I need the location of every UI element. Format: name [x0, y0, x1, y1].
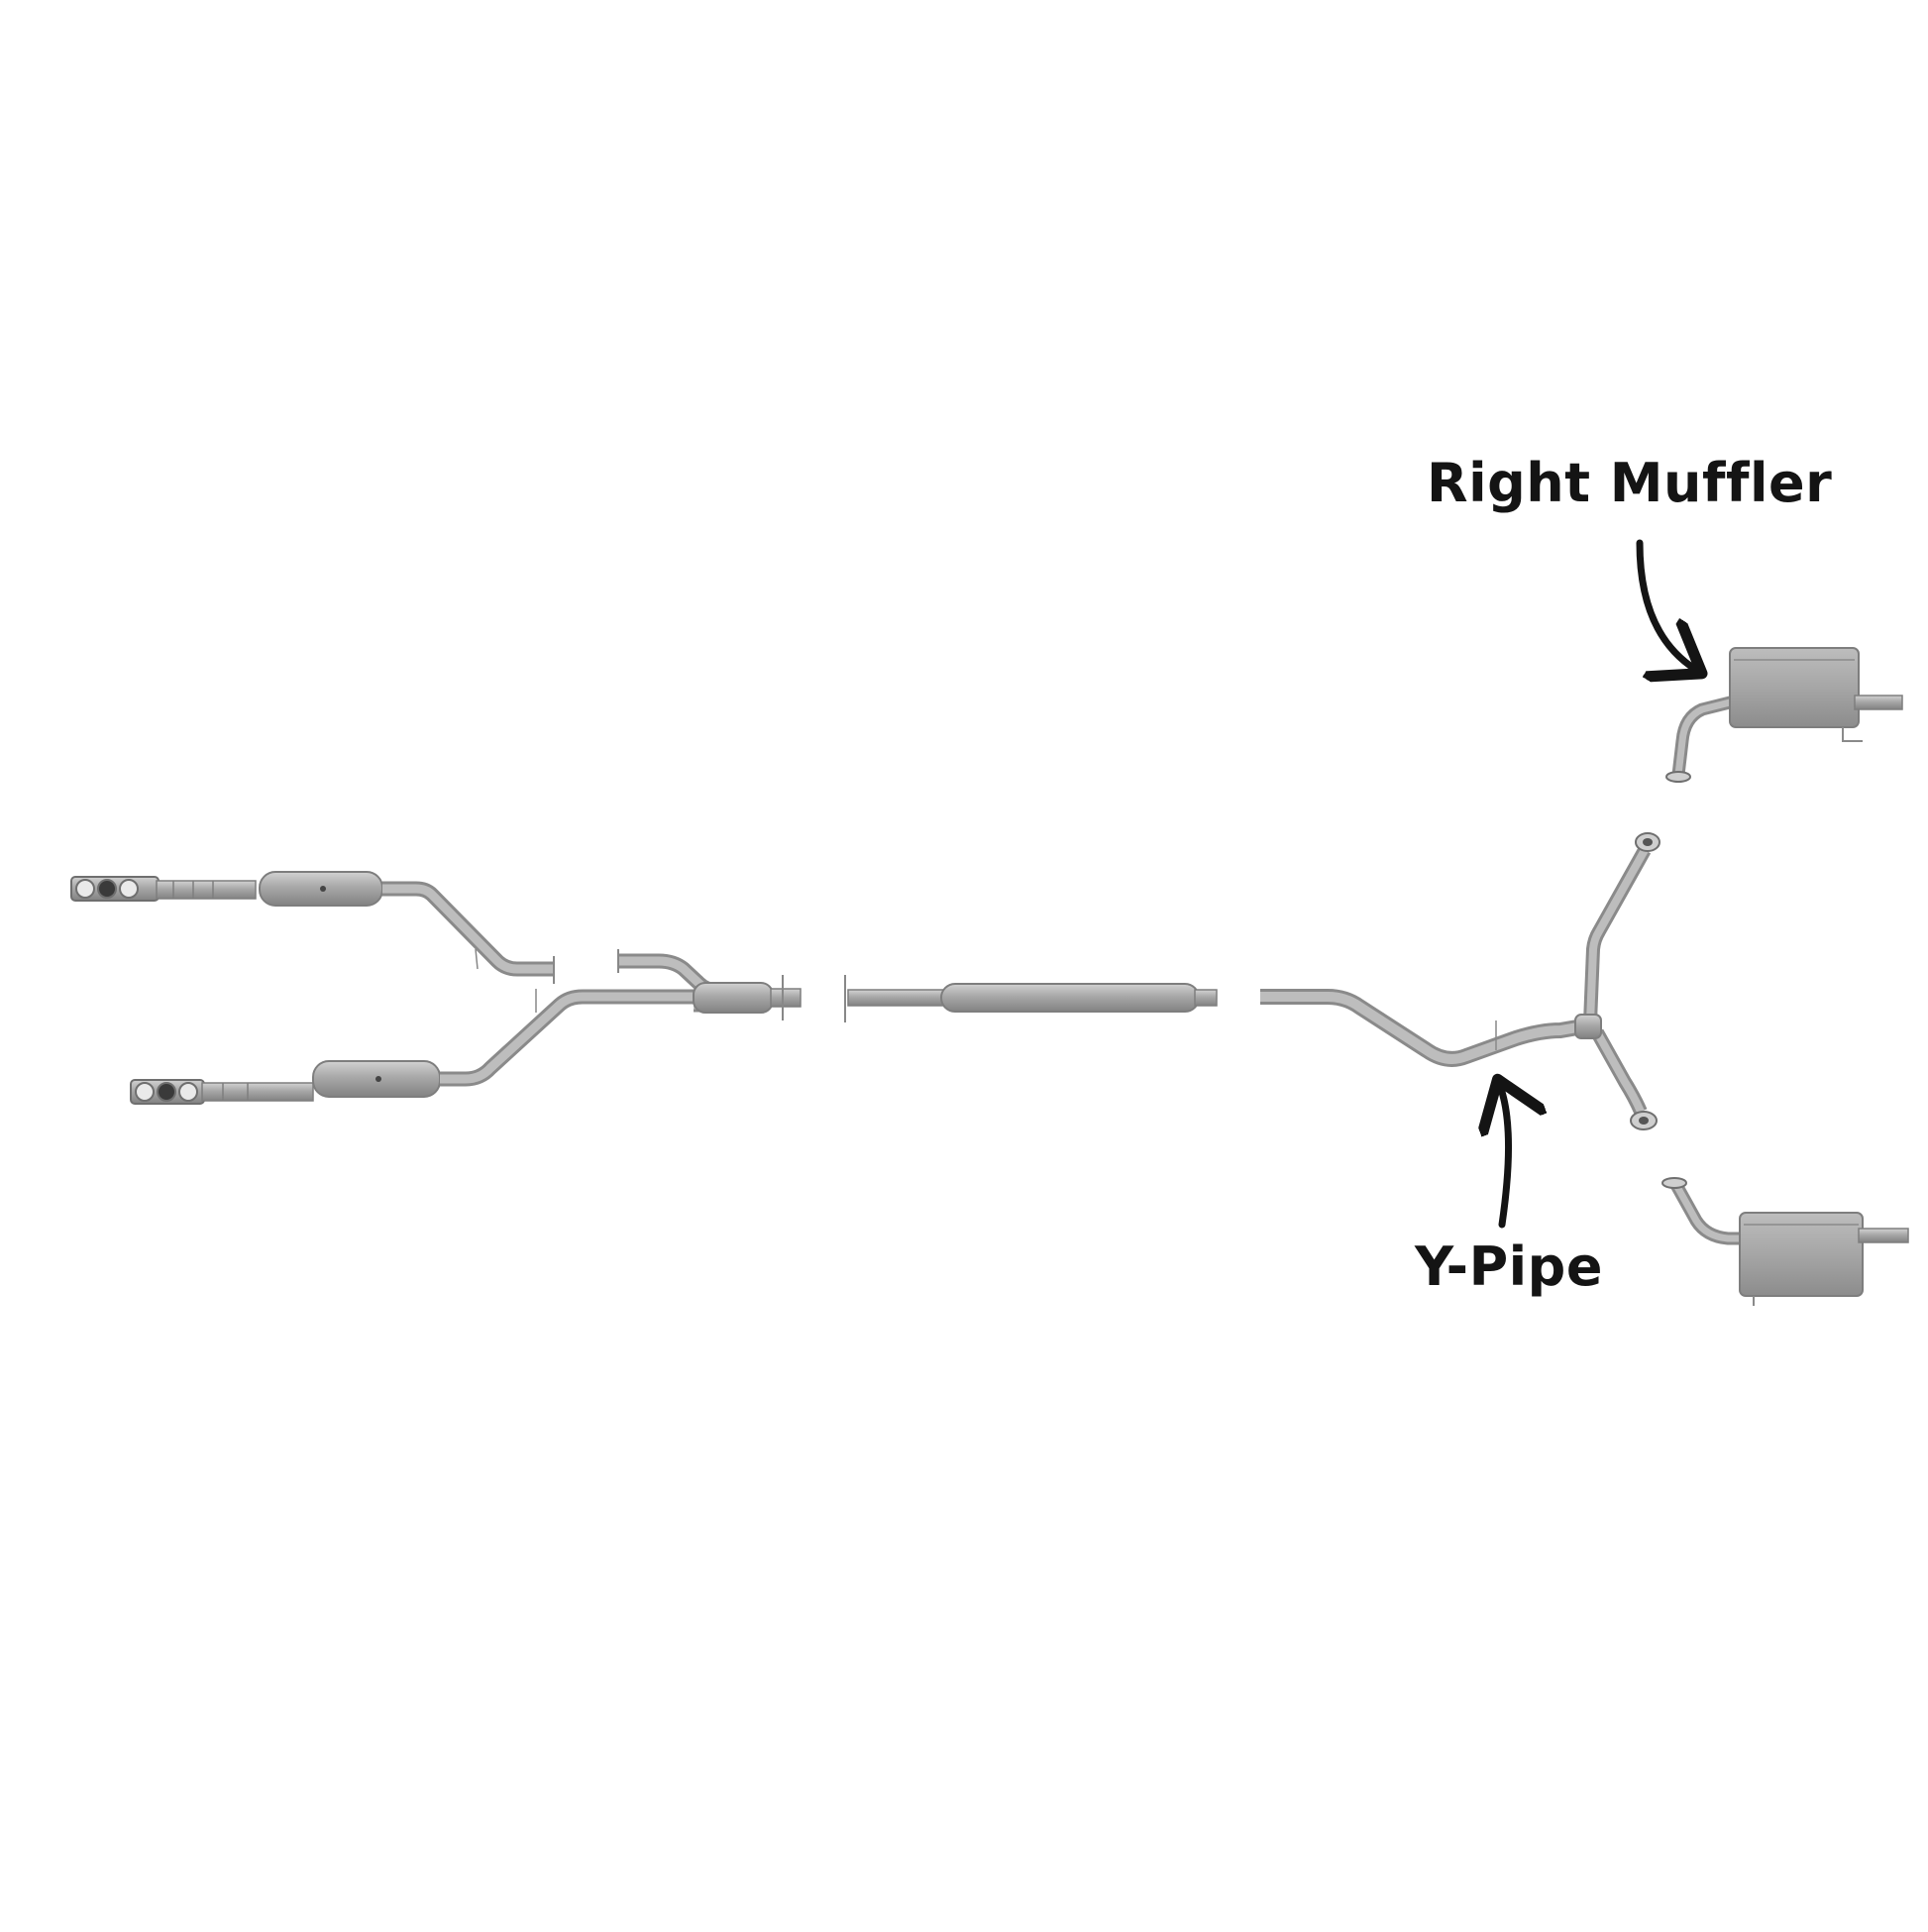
right-muffler — [1665, 647, 1903, 783]
upper-exhaust-manifold — [70, 876, 257, 902]
upper-catalytic-converter — [259, 871, 383, 907]
left-muffler — [1661, 1177, 1909, 1306]
lower-exhaust-manifold — [130, 1079, 314, 1105]
center-resonator-pipe — [844, 975, 1218, 1022]
lower-downpipe — [440, 989, 713, 1087]
lower-catalytic-converter — [312, 1060, 441, 1098]
right-muffler-label: Right Muffler — [1427, 452, 1833, 514]
front-merge-pipe — [617, 949, 802, 1020]
y-pipe-label: Y-Pipe — [1415, 1235, 1603, 1298]
rear-y-pipe — [1260, 832, 1660, 1130]
right-muffler-arrow — [1636, 539, 1696, 670]
y-pipe-arrow — [1500, 1086, 1509, 1229]
